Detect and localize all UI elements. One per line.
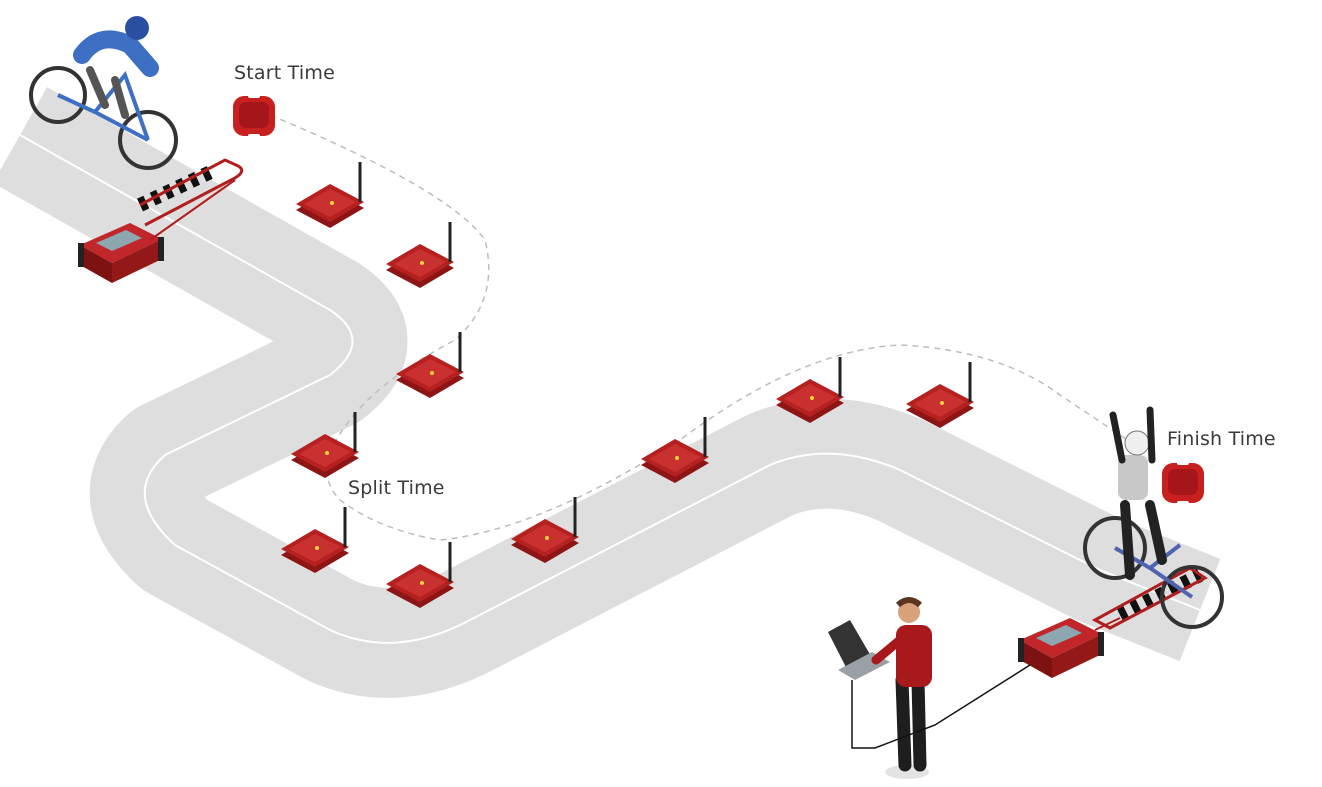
start-transponder-tag	[233, 94, 275, 138]
finish-transponder-tag	[1162, 461, 1204, 505]
start-decoder	[78, 179, 236, 283]
finish-time-label: Finish Time	[1167, 428, 1276, 450]
finish-decoder	[1018, 617, 1121, 678]
start-timing-loop	[139, 158, 244, 227]
operator	[828, 597, 932, 779]
start-time-label: Start Time	[234, 62, 335, 84]
race-track	[0, 87, 1221, 698]
finish-cyclist	[1083, 406, 1224, 629]
cables	[851, 664, 1031, 749]
finish-line-checkers	[1116, 568, 1204, 622]
split-communication-path	[269, 114, 1151, 541]
split-time-label: Split Time	[348, 477, 445, 499]
start-cyclist	[29, 16, 178, 170]
